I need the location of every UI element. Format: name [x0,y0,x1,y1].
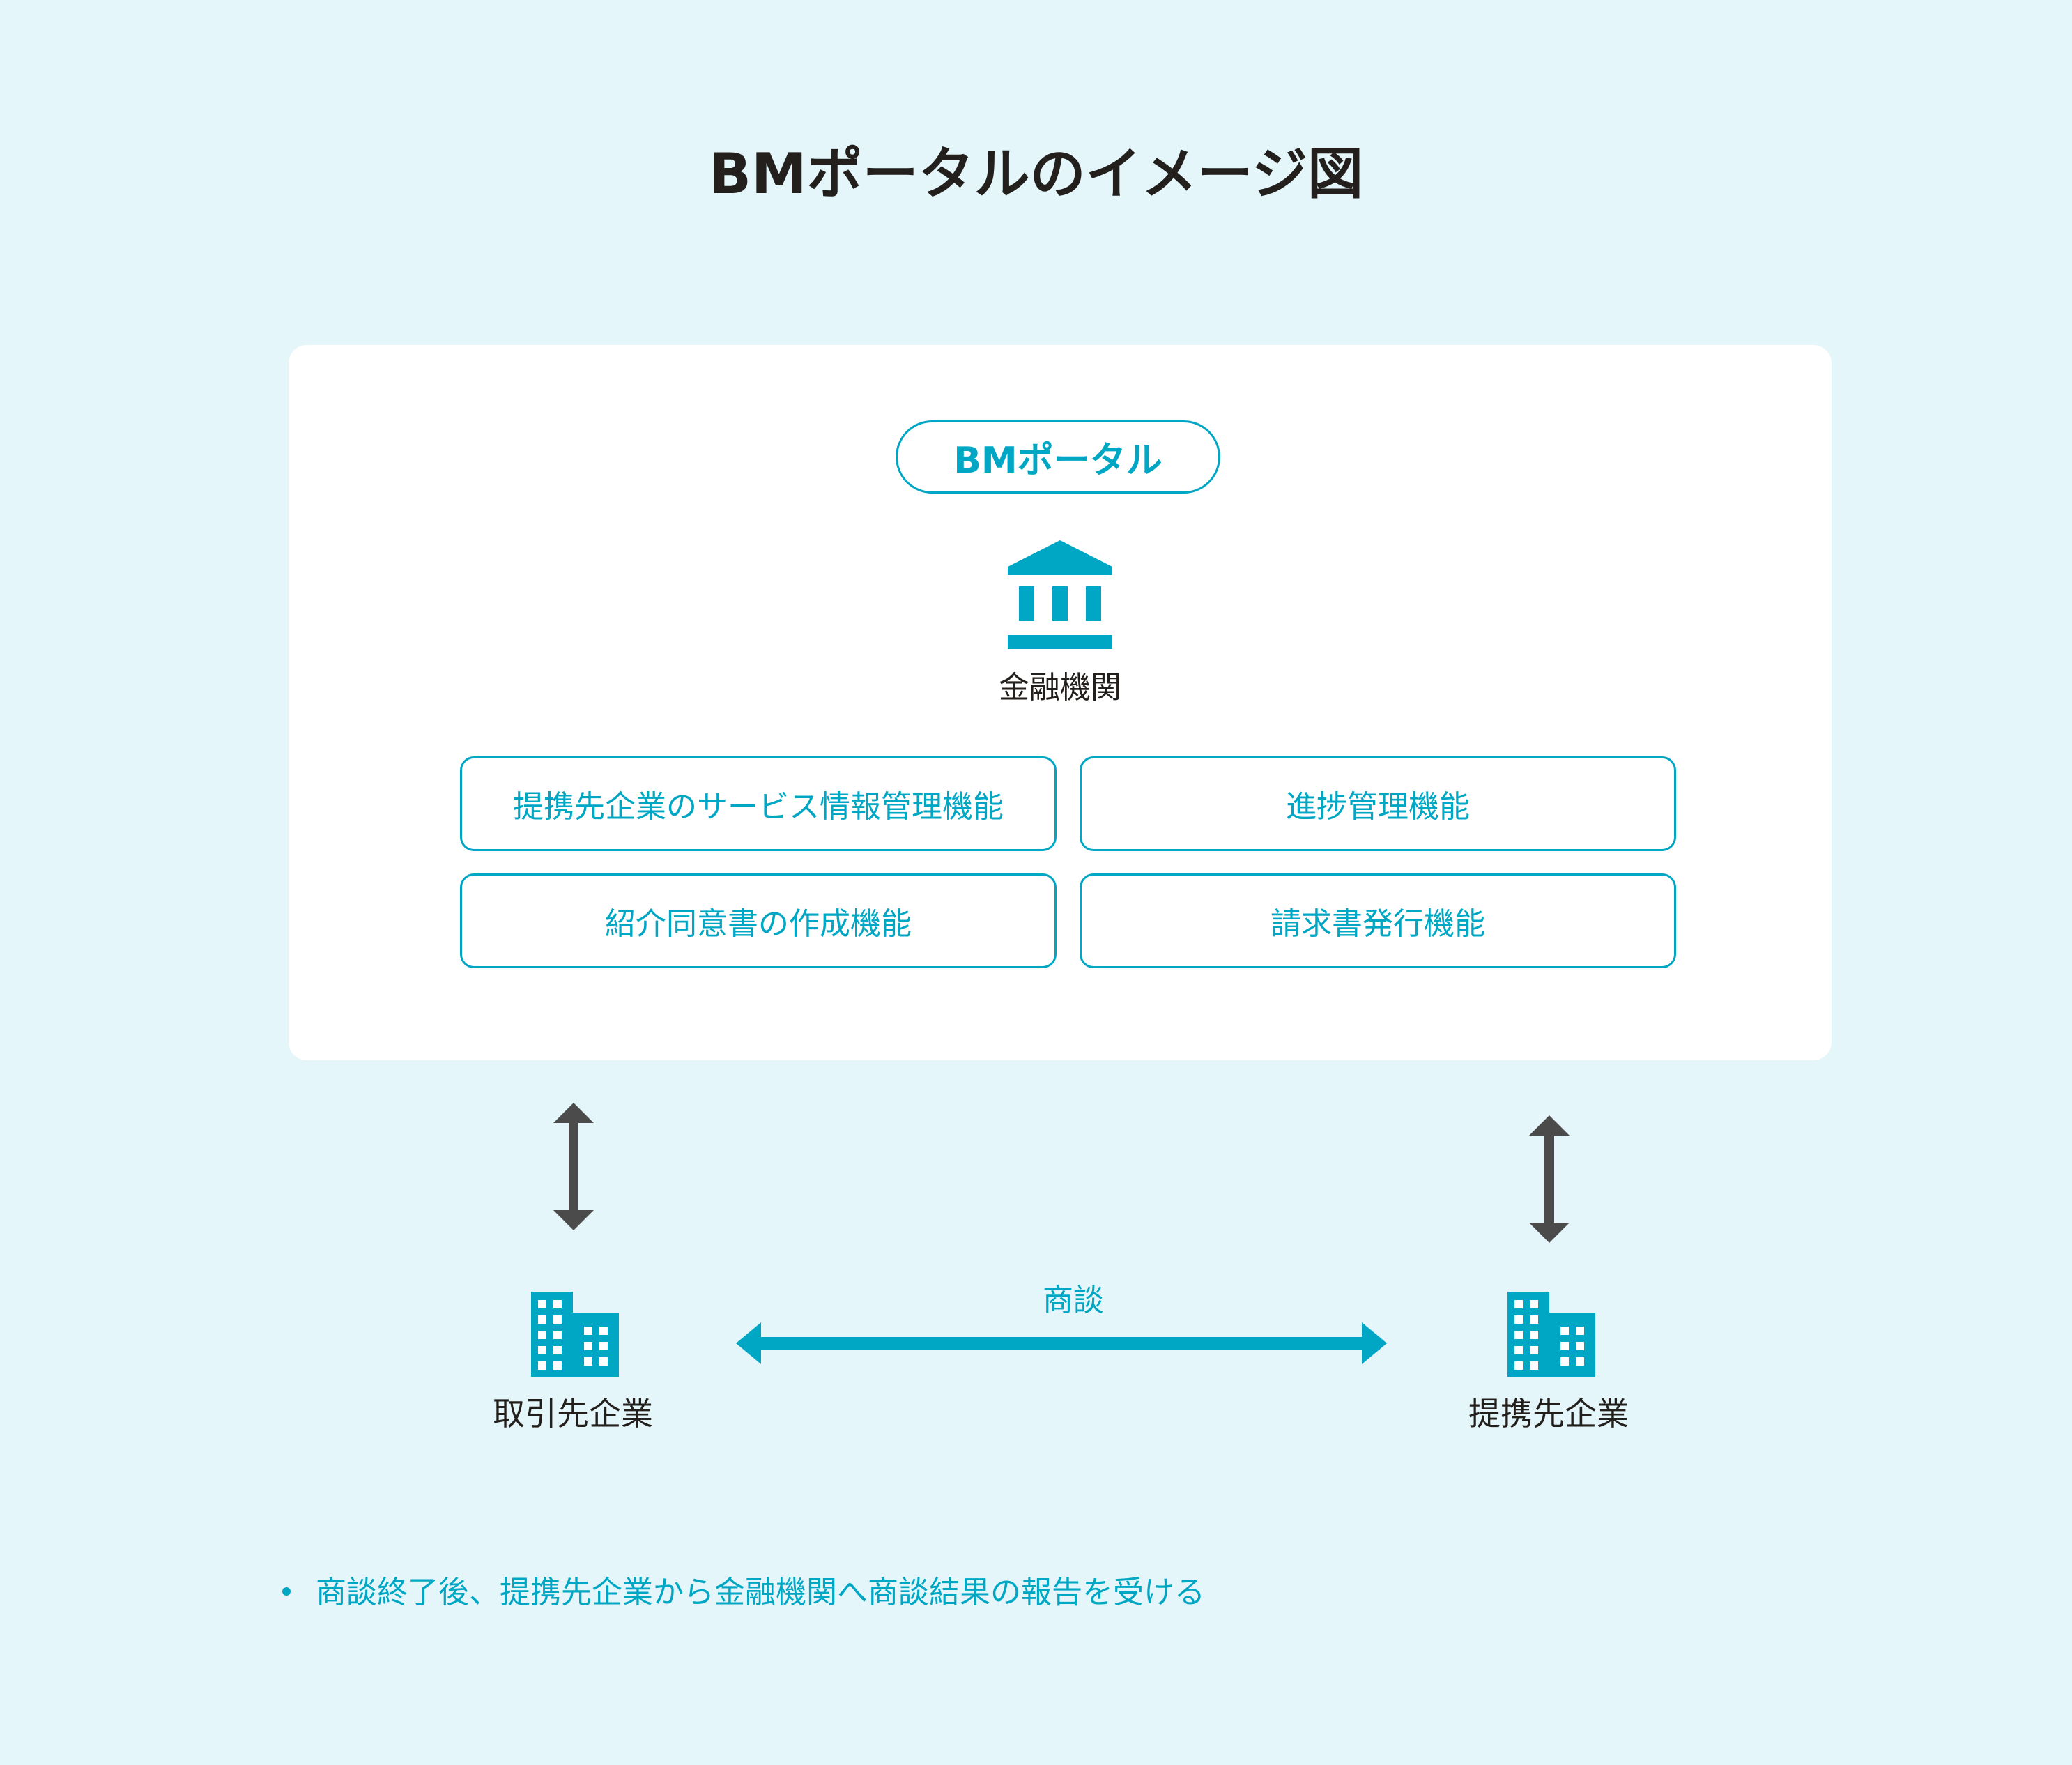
office-building-icon [1507,1292,1595,1377]
bank-roof [1008,540,1112,575]
page-title: BMポータルのイメージ図 [709,142,1363,206]
partner-company-label: 提携先企業 [1468,1395,1629,1432]
note-bullet-icon [282,1587,291,1596]
client-company-label: 取引先企業 [493,1395,653,1432]
negotiation-double-arrow [736,1322,1387,1364]
office-building-icon [531,1292,619,1377]
bank-column-3 [1086,586,1101,621]
left-vertical-double-arrow [553,1103,594,1230]
bank-column-2 [1052,586,1068,621]
bank-column-1 [1019,586,1034,621]
feature-referral-consent-creation: 紹介同意書の作成機能 [460,873,1057,968]
note: 商談終了後、提携先企業から金融機関へ商談結果の報告を受ける [282,1572,1205,1614]
bank-building-icon [1008,540,1112,649]
bank-label: 金融機関 [999,670,1121,705]
feature-invoice-issuance: 請求書発行機能 [1080,873,1676,968]
note-text: 商談終了後、提携先企業から金融機関へ商談結果の報告を受ける [316,1575,1205,1610]
portal-label: BMポータル [896,420,1220,494]
right-vertical-double-arrow [1529,1115,1570,1243]
bank-base [1008,635,1112,649]
feature-progress-management: 進捗管理機能 [1080,756,1676,851]
feature-service-info-management: 提携先企業のサービス情報管理機能 [460,756,1057,851]
negotiation-label: 商談 [1043,1283,1104,1318]
portal-card: BMポータル 金融機関 提携先企業のサービス情報管理機能 進捗管理機能 紹介同意… [289,345,1832,1060]
